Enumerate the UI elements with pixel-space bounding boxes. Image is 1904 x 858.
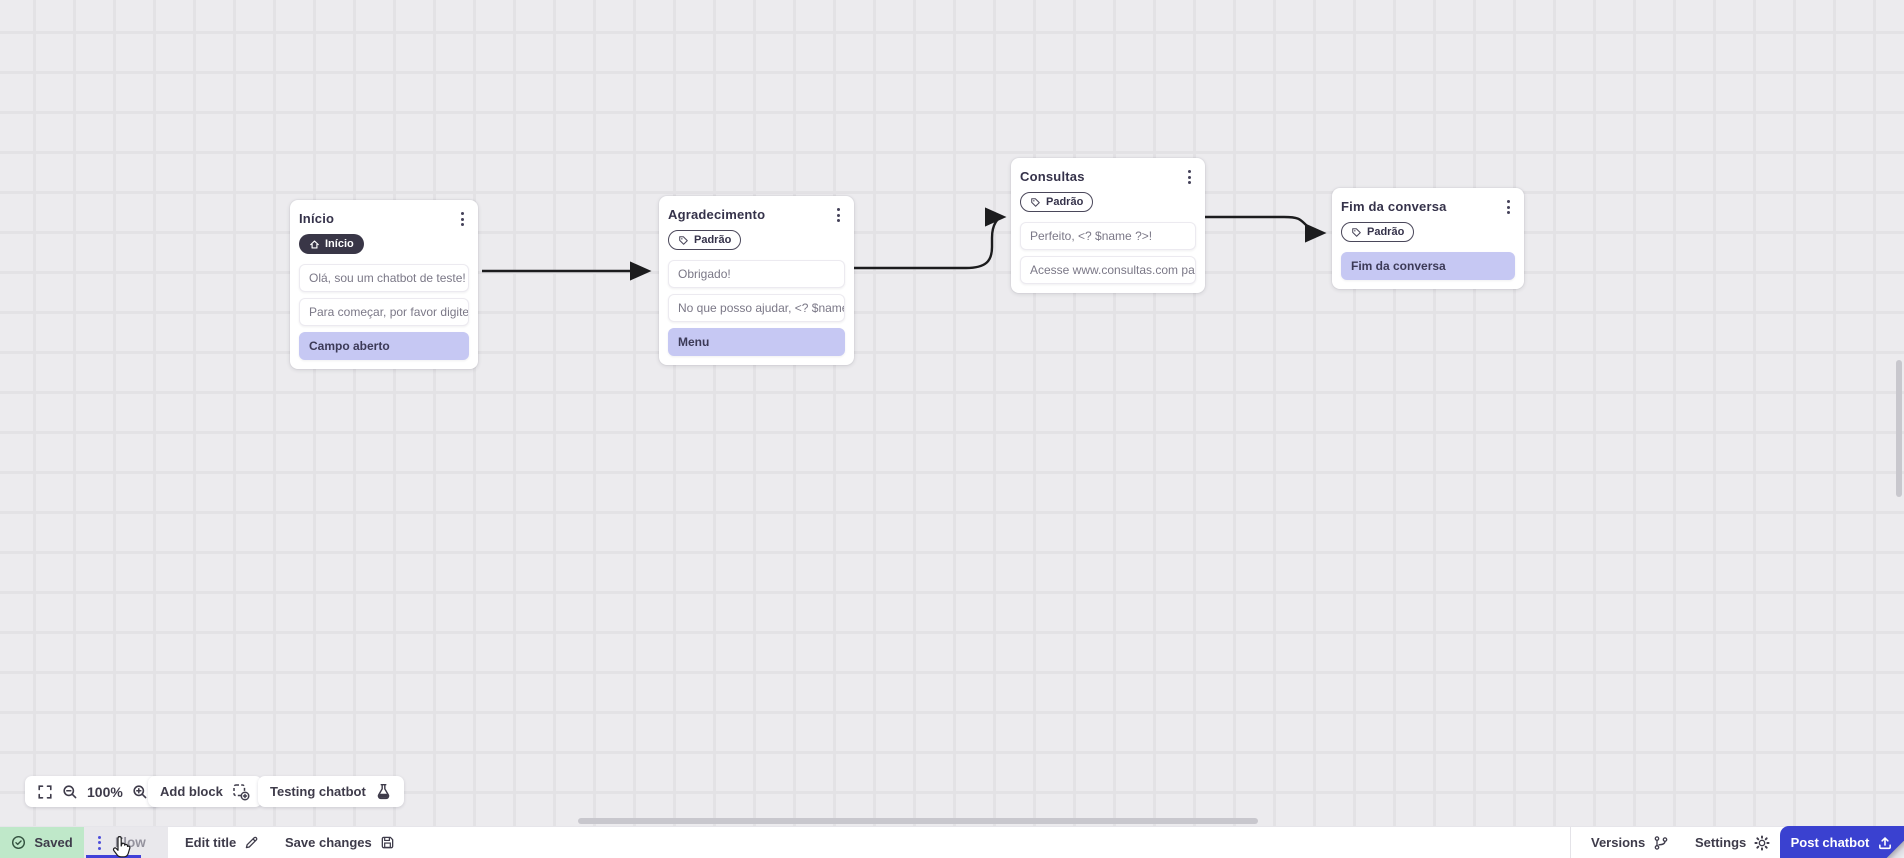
zoom-controls: 100%	[25, 776, 160, 807]
node-consultas[interactable]: Consultas Padrão Perfeito, <? $name ?>! …	[1011, 158, 1205, 293]
kebab-menu-icon[interactable]	[832, 205, 845, 225]
pencil-icon	[246, 836, 258, 849]
node-agradecimento[interactable]: Agradecimento Padrão Obrigado! No que po…	[659, 196, 854, 365]
save-icon	[381, 836, 394, 849]
action-row[interactable]: Campo aberto	[299, 331, 469, 360]
message-row[interactable]: Perfeito, <? $name ?>!	[1020, 221, 1196, 250]
badge-label: Padrão	[1367, 226, 1405, 238]
badge-label: Padrão	[1046, 196, 1084, 208]
vertical-scrollbar[interactable]	[1896, 360, 1902, 497]
node-type-badge: Padrão	[1020, 192, 1094, 212]
fullscreen-icon[interactable]	[37, 784, 53, 800]
tag-icon	[1352, 227, 1361, 237]
kebab-menu-icon[interactable]	[456, 209, 469, 229]
message-row[interactable]: Obrigado!	[668, 259, 845, 288]
flask-icon	[375, 783, 392, 800]
save-changes-button[interactable]: Save changes	[285, 827, 395, 858]
message-row[interactable]: Para começar, por favor digite o ...	[299, 297, 469, 326]
bottom-bar: Saved Flow Edit title Save changes Versi…	[0, 826, 1904, 858]
flow-canvas[interactable]: Início Início Olá, sou um chatbot de tes…	[0, 0, 1904, 826]
flow-connections	[482, 207, 1327, 281]
node-title: Início	[299, 211, 335, 226]
node-type-badge: Início	[299, 234, 364, 254]
node-type-badge: Padrão	[668, 230, 742, 250]
node-title: Consultas	[1020, 169, 1085, 184]
zoom-in-icon[interactable]	[132, 784, 148, 800]
edit-title-button[interactable]: Edit title	[185, 827, 259, 858]
edge-consultas-fim	[1205, 215, 1327, 243]
action-row[interactable]: Menu	[668, 327, 845, 356]
zoom-level: 100%	[87, 783, 123, 800]
kebab-menu-icon[interactable]	[1183, 167, 1196, 187]
message-row[interactable]: Olá, sou um chatbot de teste!	[299, 263, 469, 292]
horizontal-scrollbar[interactable]	[578, 818, 1258, 824]
action-row[interactable]: Fim da conversa	[1341, 251, 1515, 280]
saved-label: Saved	[34, 835, 73, 850]
save-changes-label: Save changes	[285, 835, 372, 850]
node-title: Fim da conversa	[1341, 199, 1447, 214]
post-chatbot-button[interactable]: Post chatbot	[1780, 826, 1904, 858]
footer-divider	[1570, 827, 1571, 858]
button-corner-fold	[1886, 841, 1904, 858]
home-icon	[310, 239, 319, 249]
versions-button[interactable]: Versions	[1591, 827, 1669, 858]
edit-title-label: Edit title	[185, 835, 237, 850]
add-block-button[interactable]: Add block	[148, 776, 262, 807]
post-chatbot-label: Post chatbot	[1790, 835, 1870, 850]
badge-label: Padrão	[694, 234, 732, 246]
git-branch-icon	[1654, 835, 1668, 850]
check-circle-icon	[12, 835, 26, 850]
gear-icon	[1754, 834, 1770, 851]
zoom-out-icon[interactable]	[62, 784, 78, 800]
node-inicio[interactable]: Início Início Olá, sou um chatbot de tes…	[290, 200, 478, 369]
flow-tab-label[interactable]: Flow	[115, 835, 146, 850]
flow-tab-kebab-icon[interactable]	[92, 832, 107, 854]
saved-status-badge: Saved	[0, 827, 84, 858]
tag-icon	[679, 235, 688, 245]
node-fim-da-conversa[interactable]: Fim da conversa Padrão Fim da conversa	[1332, 188, 1524, 289]
tag-icon	[1031, 197, 1040, 207]
settings-button[interactable]: Settings	[1695, 827, 1770, 858]
add-block-icon	[232, 783, 250, 801]
kebab-menu-icon[interactable]	[1502, 197, 1515, 217]
edge-agradecimento-consultas	[854, 207, 1007, 270]
testing-chatbot-label: Testing chatbot	[270, 784, 366, 799]
add-block-label: Add block	[160, 784, 223, 799]
testing-chatbot-button[interactable]: Testing chatbot	[258, 776, 404, 807]
tab-flow[interactable]: Flow	[84, 827, 168, 858]
badge-label: Início	[325, 238, 354, 250]
versions-label: Versions	[1591, 835, 1646, 850]
settings-label: Settings	[1695, 835, 1747, 850]
node-type-badge: Padrão	[1341, 222, 1415, 242]
message-row[interactable]: Acesse www.consultas.com par...	[1020, 255, 1196, 284]
node-title: Agradecimento	[668, 207, 766, 222]
message-row[interactable]: No que posso ajudar, <? $name ...	[668, 293, 845, 322]
